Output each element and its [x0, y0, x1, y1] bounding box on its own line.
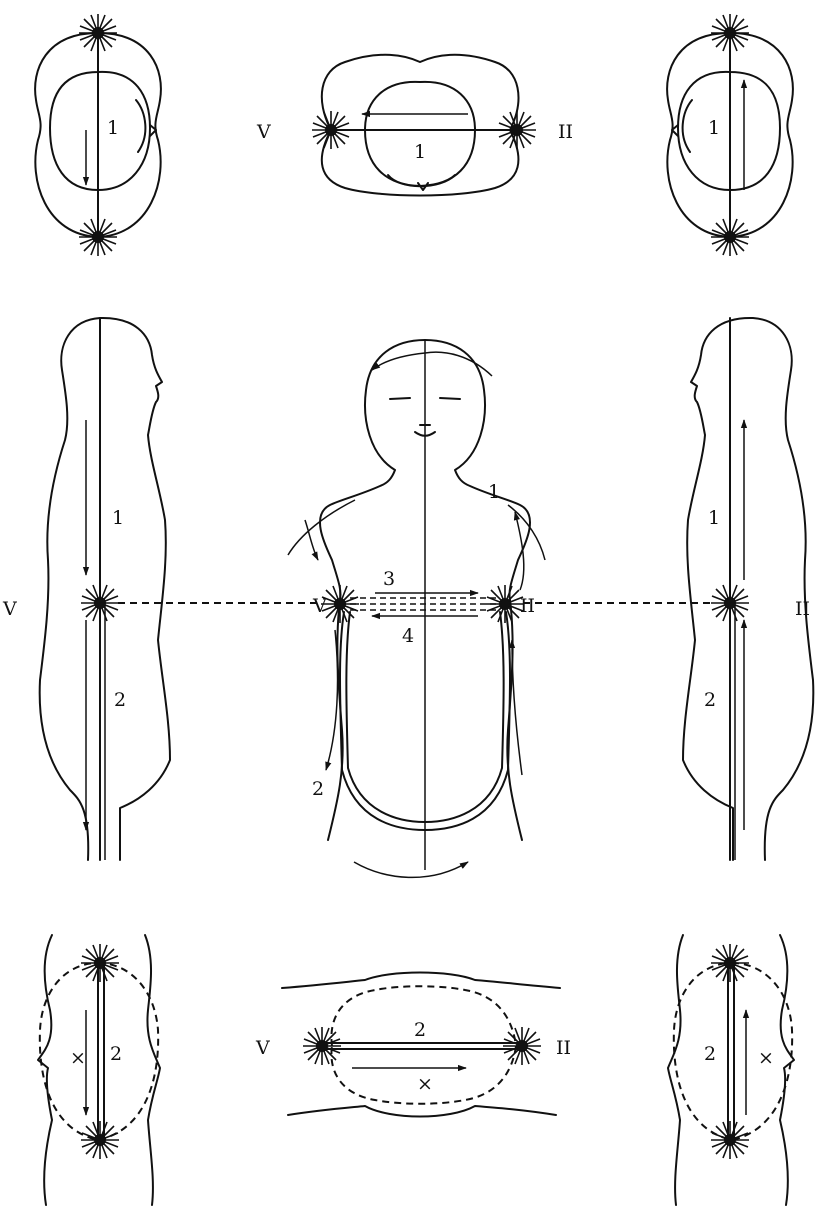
point-ii-label: II: [795, 598, 810, 620]
point-v-label: V: [256, 121, 271, 143]
channel-number-label: 1: [107, 117, 119, 139]
channel-number-label: 2: [704, 1043, 716, 1065]
point-star-icon: [711, 1121, 749, 1159]
bottom-right-waist-view: × 2: [668, 935, 794, 1205]
channel-number-label: 1: [488, 481, 500, 503]
channel-number-label: 1: [708, 117, 720, 139]
right-side-profile-figure: 1 2 II: [683, 318, 813, 860]
channel-number-label: 2: [312, 778, 324, 800]
cross-mark: ×: [758, 1047, 774, 1069]
point-v-label: V: [312, 595, 327, 617]
point-star-icon: [79, 218, 117, 256]
cross-mark: ×: [417, 1073, 433, 1095]
point-ii-label: II: [558, 121, 573, 143]
point-ii-label: II: [520, 595, 535, 617]
top-center-head-view: V II 1: [256, 55, 573, 196]
bottom-center-waist-view: V II 2 ×: [255, 973, 571, 1117]
top-left-head-view: 1: [35, 14, 161, 256]
bottom-left-waist-view: × 2: [38, 935, 160, 1205]
point-star-icon: [711, 584, 749, 622]
channel-number-label: 2: [414, 1019, 426, 1041]
channel-number-label: 1: [112, 507, 124, 529]
point-v-label: V: [255, 1037, 270, 1059]
point-v-label: V: [2, 598, 17, 620]
channel-number-label: 2: [110, 1043, 122, 1065]
point-star-icon: [81, 584, 119, 622]
cross-mark: ×: [70, 1047, 86, 1069]
point-star-icon: [711, 218, 749, 256]
center-front-figure: V II 1 2 3 4: [288, 340, 545, 877]
channel-number-label: 2: [704, 689, 716, 711]
channel-number-label: 4: [402, 625, 414, 647]
point-star-icon: [498, 111, 536, 149]
point-star-icon: [711, 944, 749, 982]
channel-number-label: 2: [114, 689, 126, 711]
point-star-icon: [81, 944, 119, 982]
point-star-icon: [711, 14, 749, 52]
channel-number-label: 1: [708, 507, 720, 529]
left-side-profile-figure: 1 2 V: [2, 318, 170, 860]
point-ii-label: II: [556, 1037, 571, 1059]
point-star-icon: [303, 1027, 341, 1065]
channel-number-label: 1: [414, 141, 426, 163]
channel-number-label: 3: [383, 568, 395, 590]
point-star-icon: [81, 1121, 119, 1159]
point-star-icon: [79, 14, 117, 52]
point-star-icon: [503, 1027, 541, 1065]
point-star-icon: [312, 111, 350, 149]
top-right-head-view: 1: [667, 14, 793, 256]
